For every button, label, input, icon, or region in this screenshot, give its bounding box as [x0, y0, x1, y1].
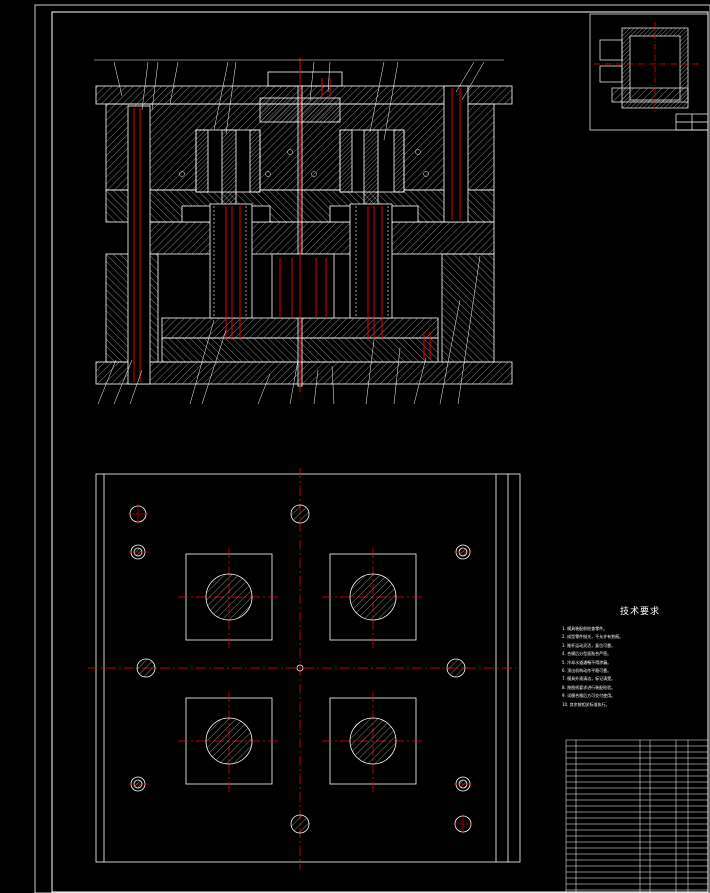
requirement-note: 7. 模具外观清洁，标记清楚。: [562, 676, 616, 682]
requirement-note: 5. 冷却水道通畅不得渗漏。: [562, 659, 612, 665]
requirement-note: 4. 合模后分型面贴合严密。: [562, 651, 612, 657]
requirement-note: 3. 推杆运动灵活，复位可靠。: [562, 642, 616, 648]
plan-pin-cross-marks: [128, 504, 473, 834]
drawing-frame: [34, 4, 710, 893]
requirement-note: 2. 成型零件抛光，不允许有划痕。: [562, 634, 624, 640]
bill-of-materials-table: [565, 739, 709, 893]
technical-requirements-title: 技术要求: [619, 607, 660, 617]
technical-requirements: 技术要求 1. 模具装配前检查零件。 2. 成型零件抛光，不允许有划痕。 3. …: [562, 604, 708, 709]
requirement-note: 6. 顶出机构动作平稳可靠。: [562, 668, 612, 674]
section-view: [95, 71, 513, 387]
part-leader-lines: [94, 59, 504, 405]
cooling-channel-marks: [179, 149, 429, 177]
requirement-note: 10. 其余按相关标准执行。: [562, 701, 610, 707]
requirement-note: 1. 模具装配前检查零件。: [562, 626, 608, 631]
part-detail-view: [589, 13, 709, 131]
section-red-lines: [133, 58, 461, 392]
plan-cavity-circles: [205, 573, 397, 765]
requirement-note: 8. 按图纸要求进行装配检验。: [562, 684, 616, 690]
section-dashed-lines: [213, 206, 389, 318]
requirement-note: 9. 试模合格后方可交付使用。: [562, 693, 616, 699]
plan-pin-circles: [129, 504, 472, 834]
